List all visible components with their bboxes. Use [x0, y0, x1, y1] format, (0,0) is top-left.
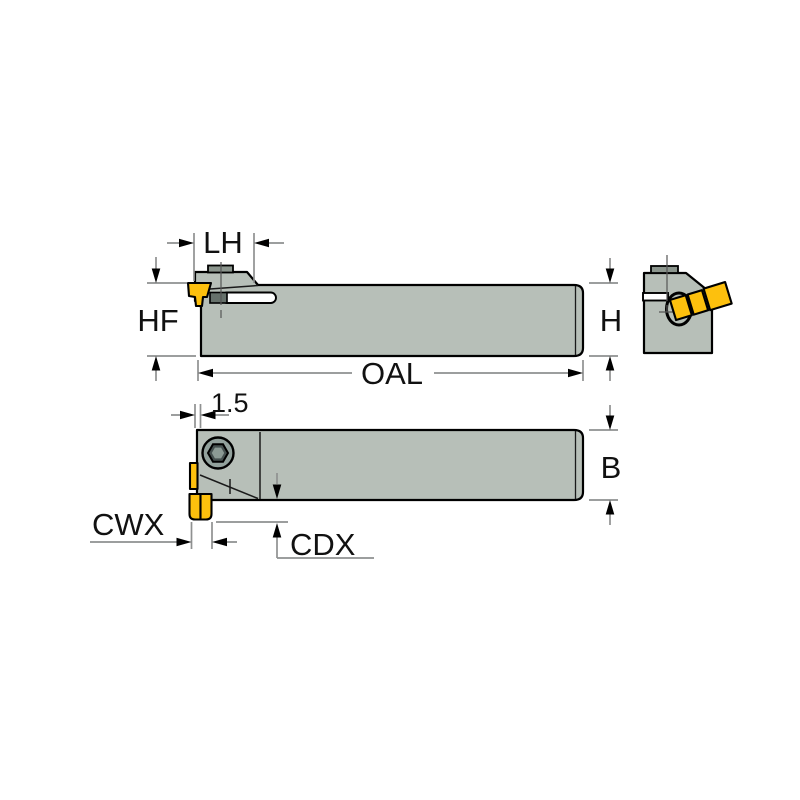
dim-b-label: B	[601, 450, 622, 485]
dim-b-arrow-up	[605, 500, 615, 515]
dim-cdx-arrow-down	[272, 484, 282, 499]
end-centerline	[659, 255, 673, 313]
plan-view	[188, 428, 585, 521]
end-insert-seg1	[668, 294, 693, 322]
plan-insert-edge-strip	[188, 461, 199, 491]
dim-shank-height: H	[589, 258, 622, 381]
dim-overhang-arrow-left	[180, 410, 195, 420]
dim-overhang-arrow-right	[200, 410, 216, 420]
dim-cdx-label: CDX	[290, 527, 356, 562]
dim-insert-overhang: 1.5	[171, 388, 249, 428]
end-insert	[668, 280, 733, 322]
end-clamp-slot	[642, 292, 669, 302]
side-clamp-split-line	[209, 284, 259, 290]
clamp-screw	[201, 436, 235, 470]
plan-insert-left-lobe	[188, 492, 202, 521]
end-insert-seg3	[702, 280, 733, 312]
dim-cut-depth: CDX	[216, 473, 374, 562]
dim-head-length: LH	[167, 225, 284, 283]
plan-insert-right-lobe	[199, 492, 213, 521]
end-clamp-tab	[650, 265, 679, 274]
dim-shank-width: B	[589, 405, 621, 525]
dim-overall-length: OAL	[197, 356, 584, 391]
end-insert-seg2	[686, 289, 710, 316]
side-holder-body	[193, 270, 585, 358]
side-insert	[186, 281, 213, 308]
dim-lh-arrow-right	[254, 238, 269, 248]
plan-insert	[188, 492, 213, 521]
dim-hf-arrow-up	[151, 356, 161, 371]
side-clamp-block	[209, 291, 228, 304]
dim-cwx-arrow-left	[212, 537, 227, 547]
dim-h-label: H	[600, 303, 622, 338]
dim-cwx-label: CWX	[92, 507, 165, 542]
plan-pocket-diagonal	[199, 474, 259, 500]
dim-h-arrow-down	[605, 268, 615, 283]
screw-hex-inner	[211, 447, 225, 459]
dim-oal-label: OAL	[361, 356, 423, 391]
side-clamp-slot	[221, 291, 277, 304]
plan-holder-body	[195, 428, 585, 502]
dim-lh-label: LH	[203, 225, 243, 260]
dim-cdx-arrow-up	[272, 523, 282, 538]
dim-h-arrow-up	[605, 356, 615, 371]
end-view	[642, 255, 733, 355]
dim-overhang-label: 1.5	[211, 388, 249, 418]
dim-oal-arrow-right	[568, 368, 583, 378]
dim-cwx-arrow-right	[176, 537, 192, 547]
dim-lh-arrow-left	[179, 238, 194, 248]
side-view	[186, 262, 585, 358]
dim-b-arrow-down	[605, 415, 615, 430]
dim-hf-label: HF	[137, 303, 178, 338]
dim-oal-arrow-left	[198, 368, 213, 378]
dim-head-height: HF	[137, 257, 196, 381]
dim-cut-width: CWX	[90, 507, 237, 549]
dim-hf-arrow-down	[151, 268, 161, 283]
